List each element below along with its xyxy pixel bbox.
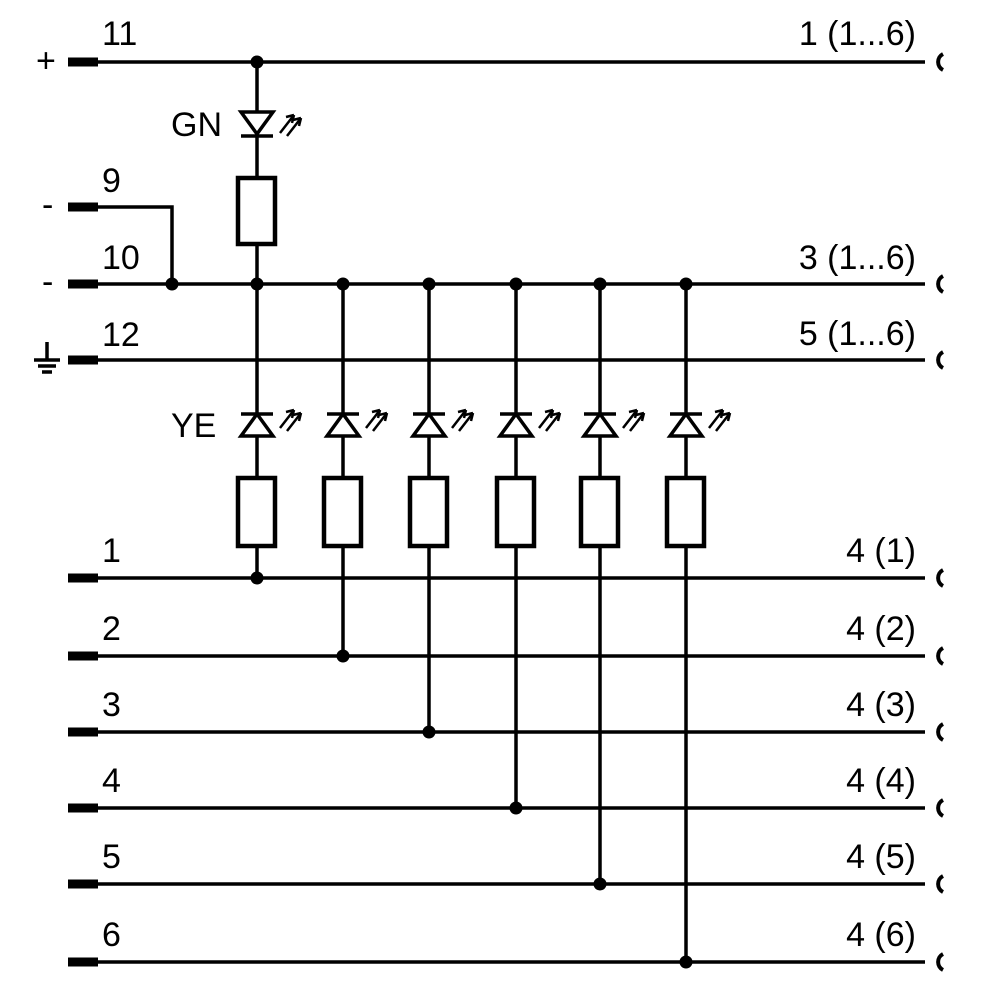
output-label-4-5: 4 (5) [846,838,916,876]
socket-icon [936,568,945,588]
socket-icon [936,722,945,742]
socket-icon [936,52,945,72]
terminal-stubs [68,57,98,967]
junction-dot [165,277,179,291]
output-label-4-4: 4 (4) [846,762,916,800]
input-lines [95,576,925,964]
green-led-label: GN [171,106,222,144]
pin-label-12: 12 [102,316,140,354]
minus-sign-9: - [42,186,53,224]
yellow-led-icon [323,408,389,438]
ground-icon [34,342,60,374]
junction-dots [165,55,693,969]
yellow-led-branches [235,284,732,962]
yellow-led-branch-4 [494,284,562,808]
yellow-led-label: YE [171,407,216,445]
input-label-2: 2 [102,610,121,648]
output-label-4-1: 4 (1) [846,532,916,570]
yellow-led-branch-3 [407,284,475,732]
resistor-icon [235,475,278,549]
pin-label-10: 10 [102,239,140,277]
pin-label-11: 11 [102,15,137,53]
yellow-led-icon [409,408,475,438]
labels: + 11 - 9 - 10 12 GN YE 1 2 3 4 5 6 1 (1.… [36,15,916,954]
input-label-1: 1 [102,532,121,570]
output-label-4-6: 4 (6) [846,916,916,954]
socket-icon [936,274,945,294]
junction-dot [679,277,693,291]
resistor-icon [235,175,278,247]
minus-sign-10: - [42,263,53,301]
junction-dot [593,277,607,291]
yellow-led-icon [496,408,562,438]
socket-icon [936,350,945,370]
plus-sign: + [36,42,56,80]
socket-icon [936,874,945,894]
output-label-bus-1: 1 (1...6) [799,15,916,53]
junction-dot [422,277,436,291]
junction-dot [250,277,264,291]
output-label-4-2: 4 (2) [846,610,916,648]
socket-icon [936,952,945,972]
junction-dot [593,877,607,891]
yellow-led-branch-2 [321,284,389,656]
junction-dot [250,571,264,585]
junction-dot [509,801,523,815]
junction-dot [250,55,264,69]
line-9 [95,205,174,284]
output-label-bus-5: 5 (1...6) [799,315,916,353]
input-label-6: 6 [102,916,121,954]
output-label-bus-3: 3 (1...6) [799,239,916,277]
output-label-4-3: 4 (3) [846,686,916,724]
input-label-3: 3 [102,686,121,724]
socket-icon [936,646,945,666]
junction-dot [422,725,436,739]
output-sockets [936,52,945,972]
yellow-led-icon [666,408,732,438]
resistor-icon [407,475,450,549]
junction-dot [336,277,350,291]
socket-icon [936,798,945,818]
input-label-4: 4 [102,762,121,800]
yellow-led-icon [580,408,646,438]
green-led-branch [235,62,303,284]
yellow-led-branch-6 [664,284,732,962]
green-led-icon [237,110,303,138]
yellow-led-branch-5 [578,284,646,884]
yellow-led-icon [237,408,303,438]
junction-dot [336,649,350,663]
resistor-icon [664,475,707,549]
junction-dot [679,955,693,969]
junction-dot [509,277,523,291]
resistor-icon [321,475,364,549]
input-label-5: 5 [102,838,121,876]
resistor-icon [494,475,537,549]
resistor-icon [578,475,621,549]
yellow-led-branch-1 [235,284,303,578]
pin-label-9: 9 [102,162,121,200]
